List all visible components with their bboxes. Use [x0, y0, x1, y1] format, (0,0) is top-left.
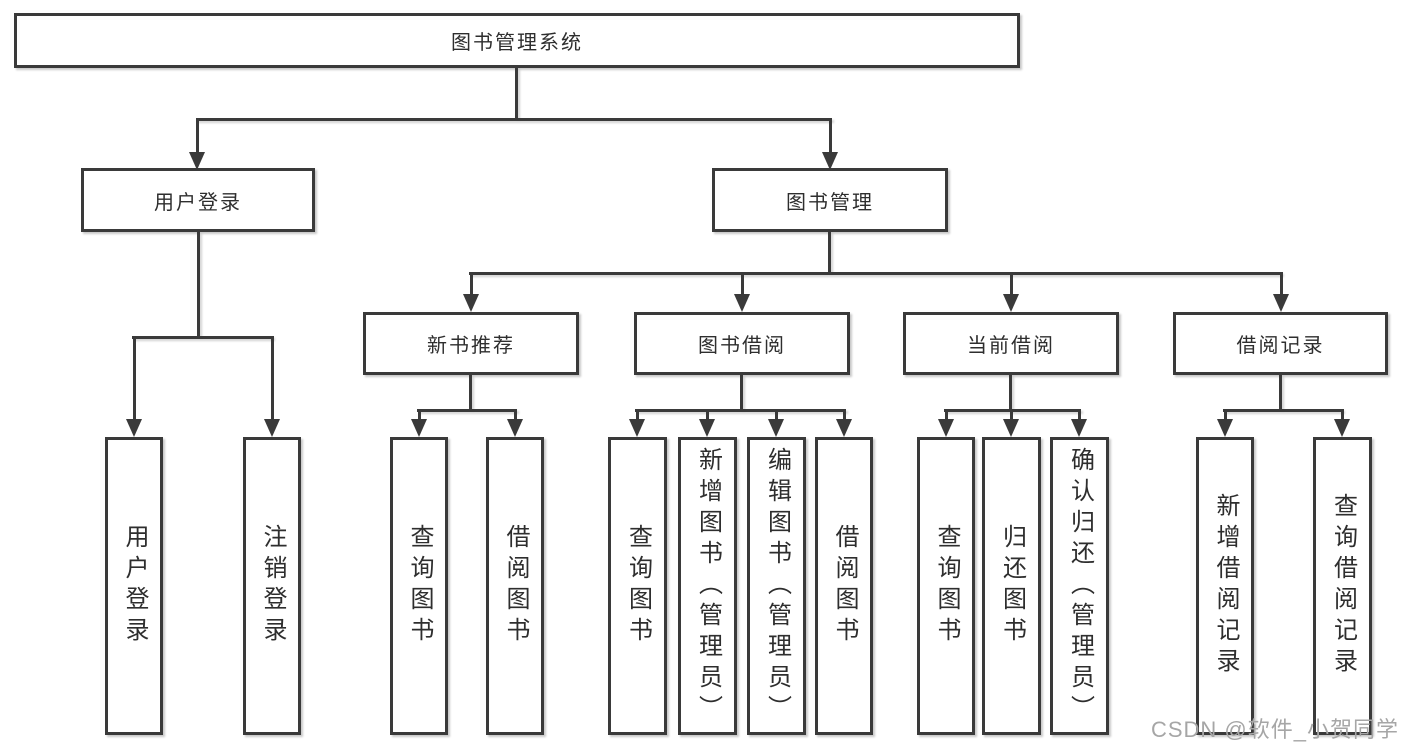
node-root-label: 图书管理系统	[451, 32, 583, 54]
node-book-management: 图书管理	[712, 168, 948, 232]
arrow-to-borrow-books-2	[835, 409, 853, 437]
arrow-to-confirm-return-admin	[1070, 409, 1088, 437]
leaf-confirm-return-admin-label: 确认归还（管理员）	[1066, 446, 1094, 726]
arrow-to-query-books-2	[628, 409, 646, 437]
connector-root-stem	[515, 68, 518, 118]
leaf-borrow-books-2: 借阅图书	[815, 437, 873, 735]
node-current-borrow: 当前借阅	[903, 312, 1119, 375]
arrow-to-book-borrow	[733, 272, 751, 312]
arrow-to-leaf-logout	[263, 336, 281, 437]
connector-book-borrow-split	[635, 409, 846, 412]
leaf-confirm-return-admin: 确认归还（管理员）	[1050, 437, 1109, 735]
leaf-logout-label: 注销登录	[259, 524, 286, 648]
connector-book-borrow-stem	[740, 375, 743, 409]
arrow-to-new-book-recommend	[462, 272, 480, 312]
leaf-query-books-2-label: 查询图书	[624, 524, 652, 648]
arrow-to-leaf-user-login	[125, 336, 143, 437]
leaf-return-book: 归还图书	[982, 437, 1041, 735]
connector-book-management-stem	[828, 232, 831, 272]
leaf-query-books-3: 查询图书	[917, 437, 975, 735]
arrow-to-add-borrow-record	[1216, 409, 1234, 437]
node-root: 图书管理系统	[14, 13, 1020, 68]
leaf-user-login-label: 用户登录	[121, 524, 148, 648]
connector-user-login-split	[132, 336, 273, 339]
arrow-to-query-books-3	[937, 409, 955, 437]
arrow-to-book-management	[821, 118, 839, 170]
arrow-to-borrow-records	[1272, 272, 1290, 312]
leaf-borrow-books-2-label: 借阅图书	[831, 524, 858, 648]
node-user-login-label: 用户登录	[154, 191, 242, 214]
node-new-book-recommend-label: 新书推荐	[427, 335, 515, 357]
node-current-borrow-label: 当前借阅	[967, 335, 1055, 357]
arrow-to-edit-book-admin	[767, 409, 785, 437]
node-user-login: 用户登录	[81, 168, 315, 232]
leaf-add-borrow-record: 新增借阅记录	[1196, 437, 1254, 735]
leaf-logout: 注销登录	[243, 437, 301, 735]
leaf-query-books-1: 查询图书	[390, 437, 448, 735]
connector-current-borrow-split	[944, 409, 1081, 412]
leaf-return-book-label: 归还图书	[998, 524, 1026, 648]
arrow-to-query-borrow-record	[1333, 409, 1351, 437]
leaf-add-book-admin-label: 新增图书（管理员）	[694, 446, 722, 726]
arrow-to-current-borrow	[1002, 272, 1020, 312]
leaf-query-books-3-label: 查询图书	[933, 524, 960, 648]
leaf-query-borrow-record-label: 查询借阅记录	[1329, 493, 1357, 679]
arrow-to-add-book-admin	[698, 409, 716, 437]
leaf-query-borrow-record: 查询借阅记录	[1313, 437, 1372, 735]
leaf-edit-book-admin: 编辑图书（管理员）	[747, 437, 806, 735]
leaf-add-book-admin: 新增图书（管理员）	[678, 437, 737, 735]
connector-new-book-stem	[469, 375, 472, 409]
arrow-to-return-book	[1002, 409, 1020, 437]
leaf-edit-book-admin-label: 编辑图书（管理员）	[763, 446, 791, 726]
node-book-management-label: 图书管理	[786, 191, 874, 214]
connector-book-management-split	[469, 272, 1282, 275]
watermark: CSDN @软件_小贺同学	[1150, 717, 1399, 742]
node-borrow-records: 借阅记录	[1173, 312, 1388, 375]
connector-borrow-records-stem	[1279, 375, 1282, 409]
leaf-query-books-1-label: 查询图书	[406, 524, 433, 648]
arrow-to-query-books-1	[410, 409, 428, 437]
leaf-user-login: 用户登录	[105, 437, 163, 735]
connector-borrow-records-split	[1223, 409, 1343, 412]
arrow-to-user-login	[188, 118, 206, 170]
leaf-borrow-books-1: 借阅图书	[486, 437, 544, 735]
leaf-add-borrow-record-label: 新增借阅记录	[1212, 493, 1239, 679]
leaf-query-books-2: 查询图书	[608, 437, 667, 735]
connector-user-login-stem	[197, 232, 200, 336]
connector-root-split	[196, 118, 832, 121]
connector-current-borrow-stem	[1009, 375, 1012, 409]
node-book-borrow-label: 图书借阅	[698, 335, 786, 357]
node-book-borrow: 图书借阅	[634, 312, 850, 375]
node-borrow-records-label: 借阅记录	[1236, 335, 1325, 357]
node-new-book-recommend: 新书推荐	[363, 312, 579, 375]
connector-new-book-split	[417, 409, 517, 412]
arrow-to-borrow-books-1	[506, 409, 524, 437]
leaf-borrow-books-1-label: 借阅图书	[502, 524, 529, 648]
